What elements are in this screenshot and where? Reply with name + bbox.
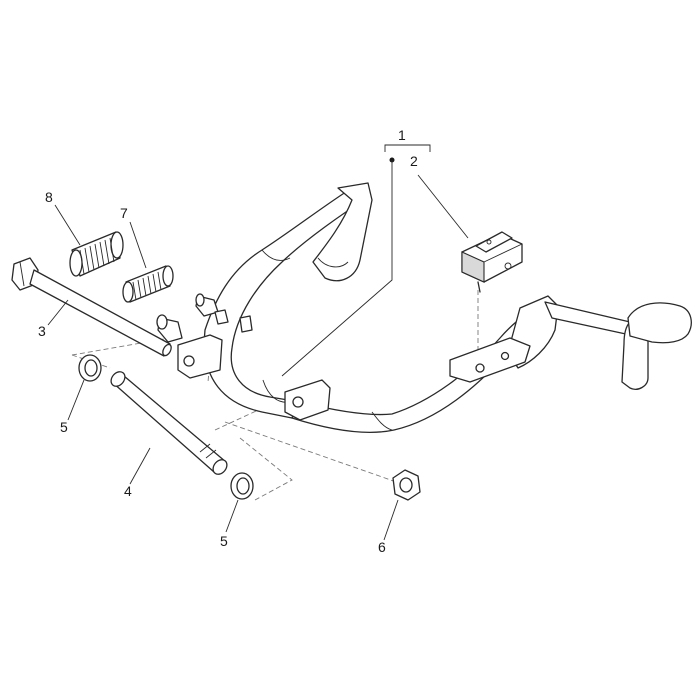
callout-3: 3 bbox=[38, 323, 46, 339]
callout-4: 4 bbox=[124, 483, 132, 499]
rubber-buffer bbox=[461, 231, 523, 293]
bushing-pins bbox=[156, 293, 229, 343]
callout-labels: 1 2 3 4 5 5 6 7 8 bbox=[38, 127, 418, 555]
return-spring-large bbox=[69, 231, 124, 277]
callout-5-right: 5 bbox=[220, 533, 228, 549]
washer-right bbox=[230, 472, 254, 500]
callout-6: 6 bbox=[378, 539, 386, 555]
callout-1: 1 bbox=[398, 127, 406, 143]
leader-lines bbox=[47, 144, 469, 541]
callout-5-left: 5 bbox=[60, 419, 68, 435]
callout-8: 8 bbox=[45, 189, 53, 205]
pivot-bolt bbox=[11, 257, 172, 357]
callout-2: 2 bbox=[410, 153, 418, 169]
pivot-tube bbox=[110, 371, 228, 475]
washer-left bbox=[78, 354, 102, 382]
center-stand-frame bbox=[177, 182, 692, 434]
return-spring-small bbox=[122, 265, 174, 303]
lock-nut bbox=[392, 469, 421, 501]
callout-7: 7 bbox=[120, 205, 128, 221]
